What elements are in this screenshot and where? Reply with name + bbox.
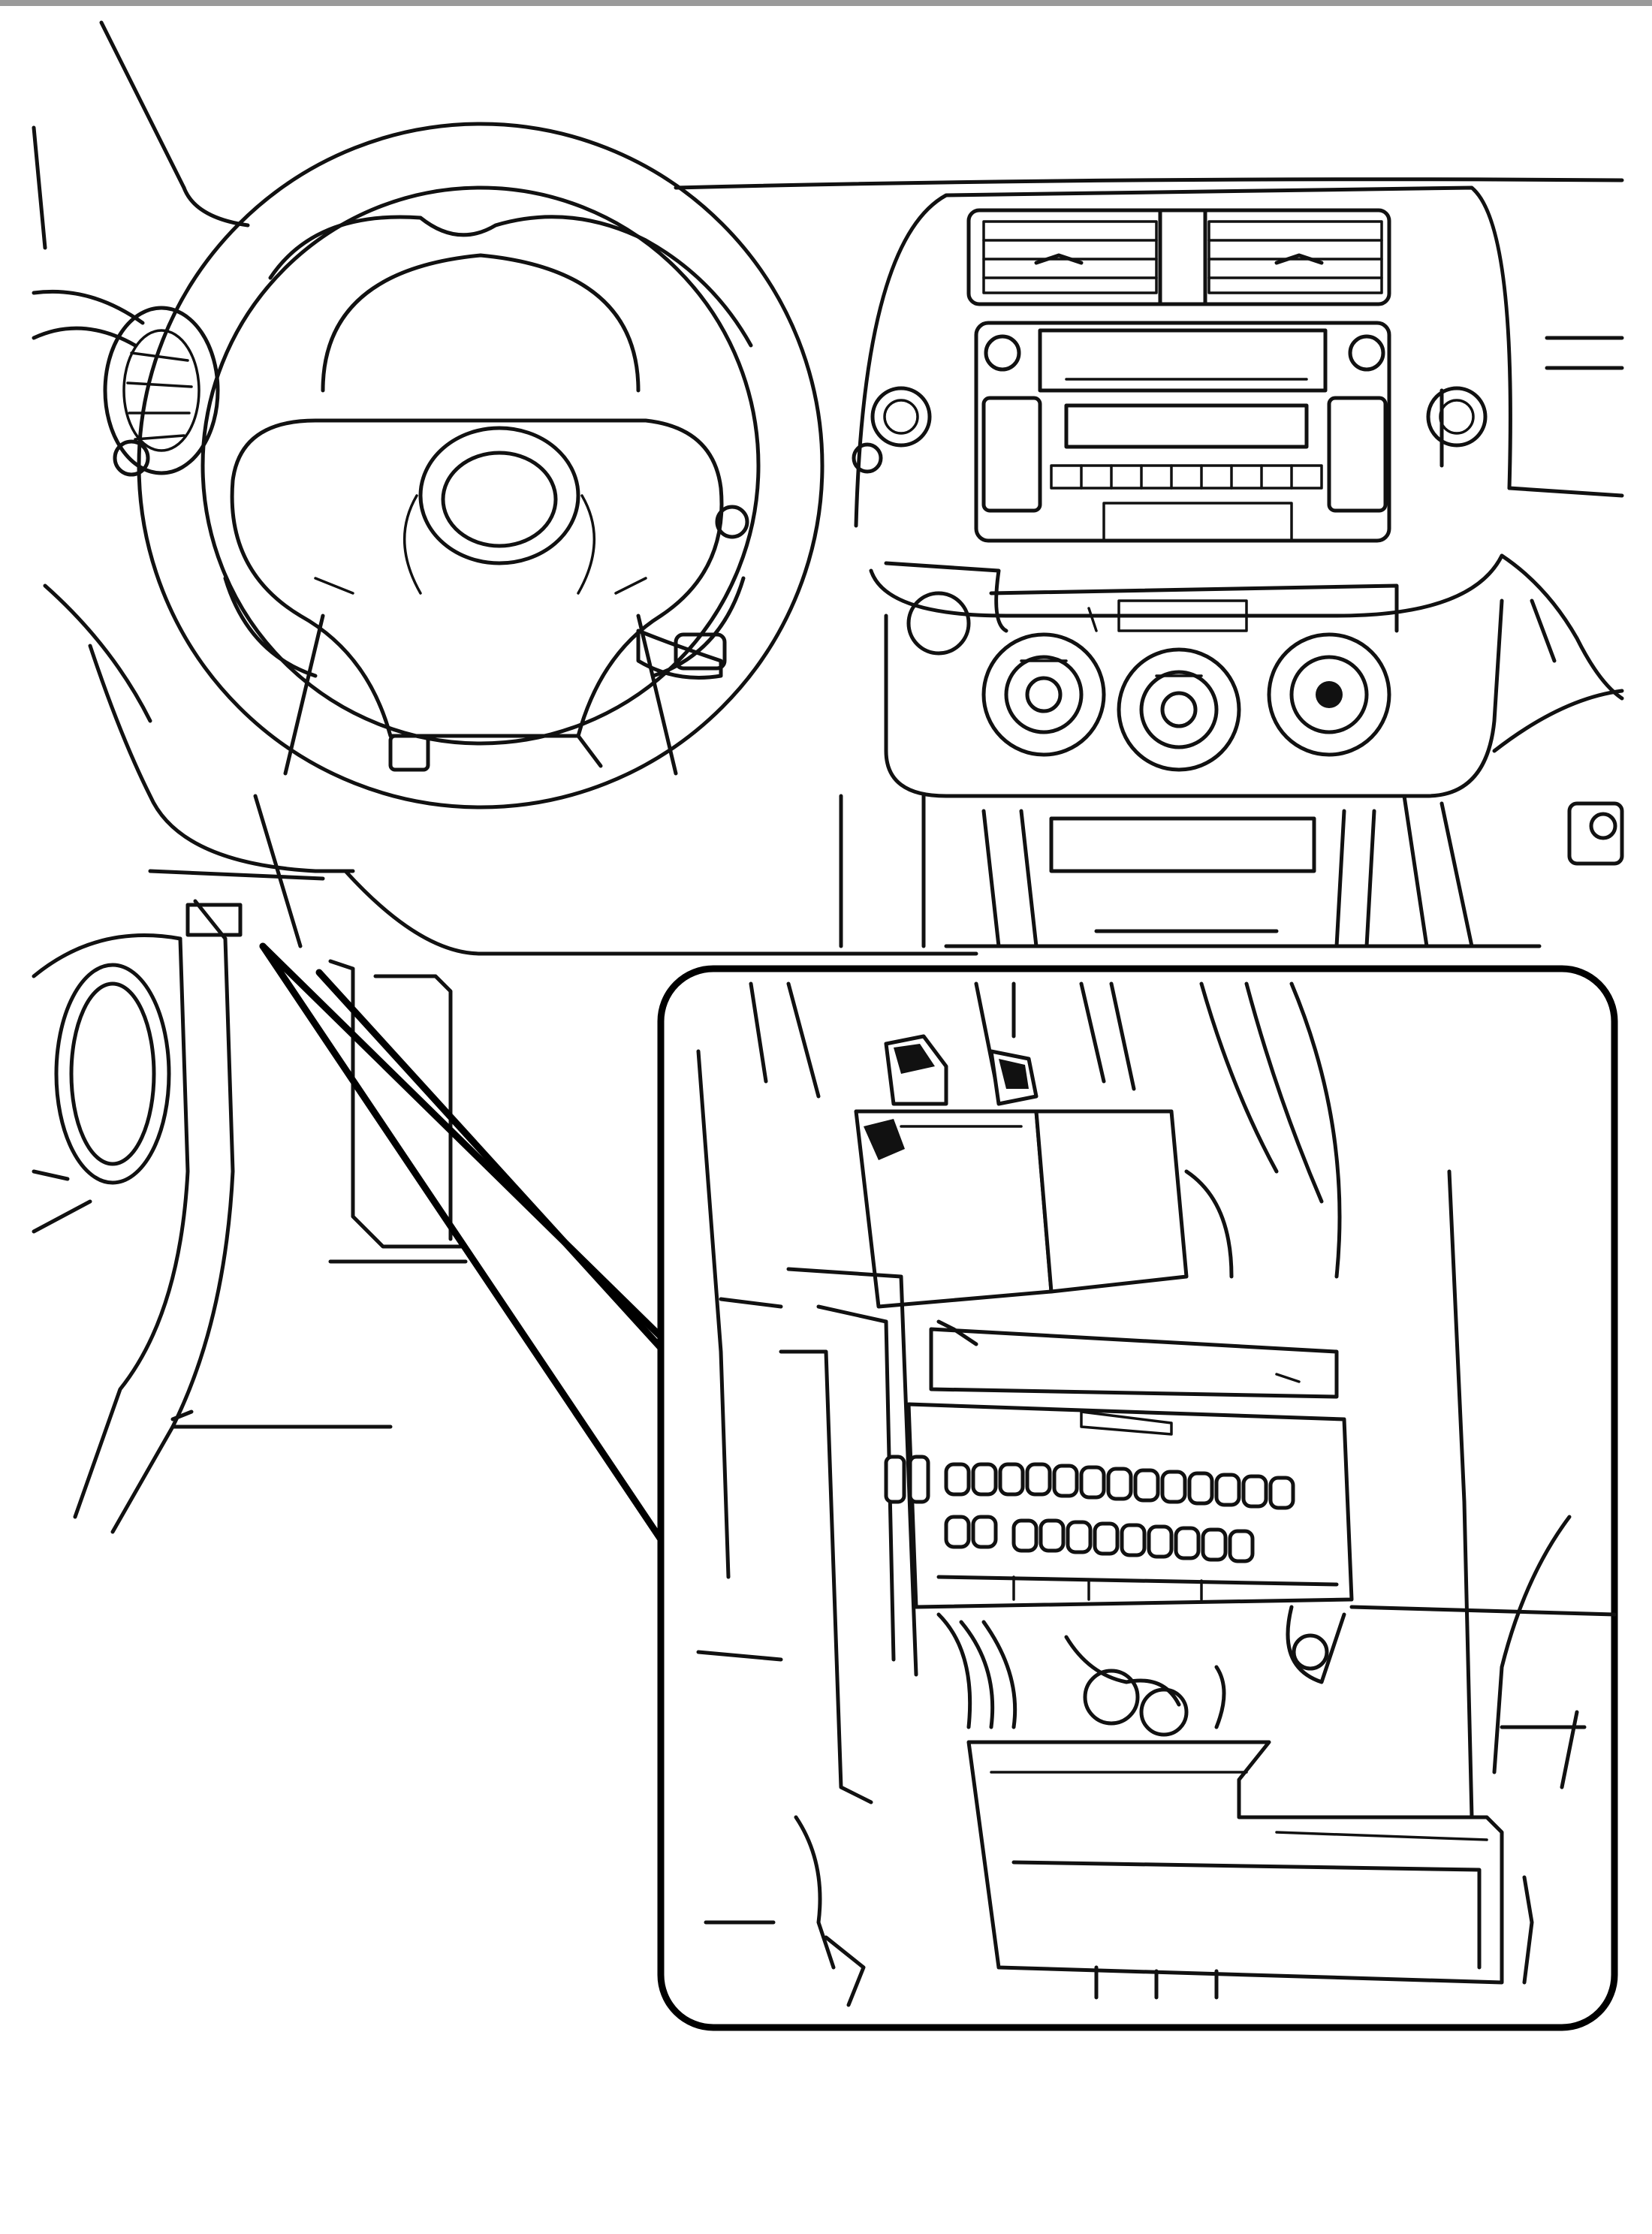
audio-unit bbox=[974, 321, 1391, 543]
steering-wheel bbox=[137, 122, 824, 809]
fuse-box-cover bbox=[966, 1740, 1504, 2000]
climate-control-knobs bbox=[884, 591, 1504, 798]
fuse-slots-row-2 bbox=[944, 1515, 1255, 1563]
right-dash bbox=[839, 336, 1624, 948]
callout-pointer bbox=[259, 942, 665, 1543]
dash-outline bbox=[32, 20, 1624, 348]
wire-bundle bbox=[936, 1612, 1226, 1737]
center-vents bbox=[966, 208, 1391, 306]
detail-inset bbox=[657, 965, 1618, 2031]
fuse-box bbox=[884, 1319, 1354, 1684]
left-side-vent bbox=[103, 306, 220, 477]
center-stack bbox=[852, 185, 1512, 633]
top-bar bbox=[0, 0, 1652, 6]
fuse-slots-row-1 bbox=[884, 1455, 1295, 1510]
relay-block bbox=[854, 1034, 1234, 1309]
lower-dash-panel bbox=[32, 583, 978, 1534]
